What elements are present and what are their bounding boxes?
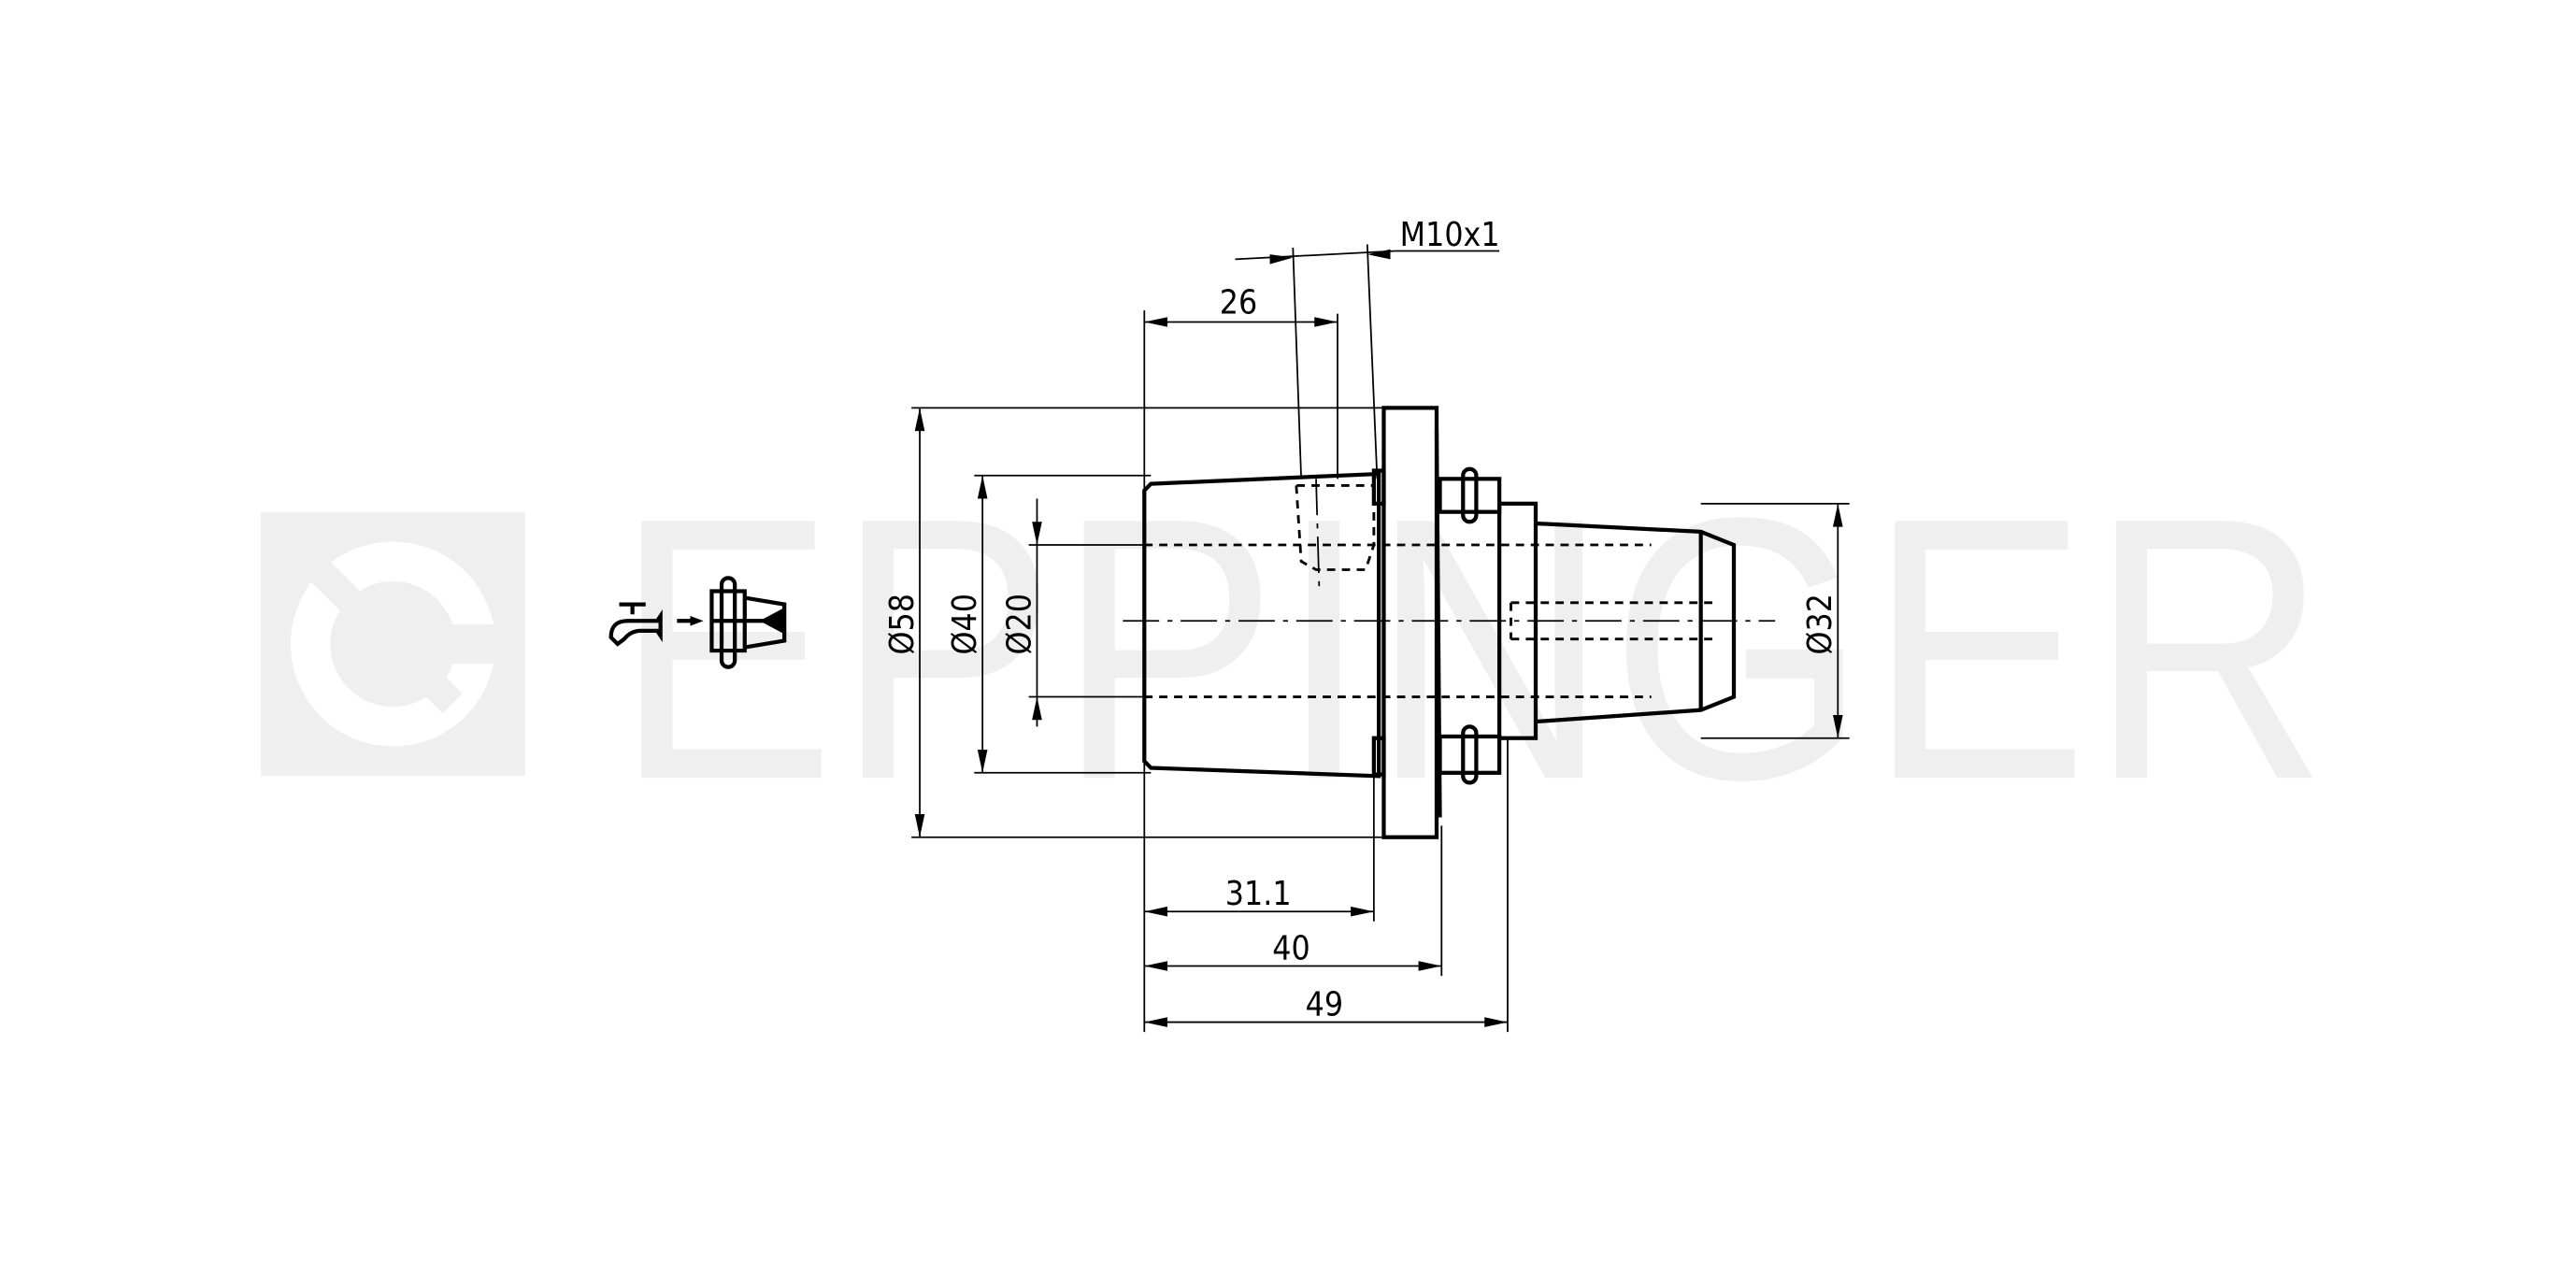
cone-nose [1535,521,1737,724]
coolant-symbol [608,576,787,669]
dim-thread: M10x1 [1400,216,1500,254]
watermark-logo [261,511,525,777]
dim-dia58: Ø58 [883,594,922,654]
centerlines [1123,479,1776,623]
hub-block [1497,501,1538,740]
arrow-icon [677,615,704,626]
tool-holder-icon [709,576,787,669]
dim-31-1: 31.1 [1225,875,1292,913]
pin-top [1438,477,1502,514]
dim-dia40: Ø40 [946,594,984,654]
watermark: EPPINGER [261,440,2328,857]
dim-dia20: Ø20 [1000,594,1038,654]
dim-49: 49 [1306,986,1343,1024]
dimension-lines [911,244,1850,1033]
pin-bottom [1438,734,1502,775]
watermark-text: EPPINGER [614,440,2328,857]
dim-dia32: Ø32 [1801,594,1839,654]
water-tap-icon [608,602,663,647]
dim-26: 26 [1220,284,1257,322]
dim-40: 40 [1272,929,1309,967]
dimension-labels: Ø58 Ø40 Ø20 Ø32 26 31.1 40 49 M10x1 [883,216,1839,1023]
